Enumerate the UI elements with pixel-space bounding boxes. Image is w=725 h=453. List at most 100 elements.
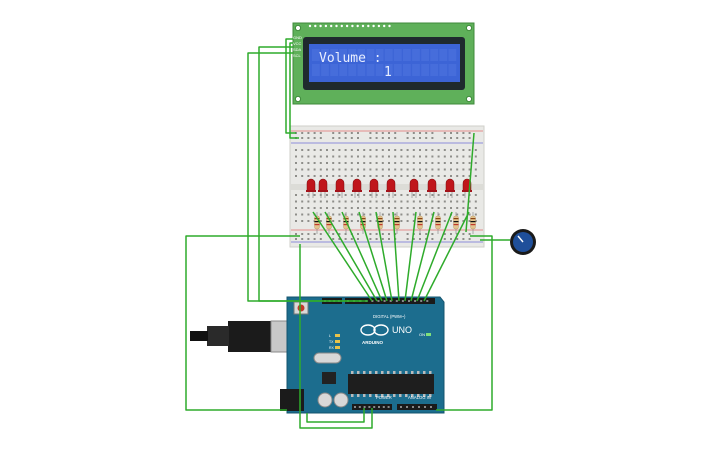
bb-hole	[295, 194, 297, 196]
bb-hole	[443, 162, 446, 164]
bb-hole	[350, 220, 353, 222]
bb-hole	[344, 132, 347, 134]
bb-hole	[419, 149, 421, 151]
bb-hole	[363, 162, 366, 164]
bb-hole	[301, 194, 304, 196]
bb-hole	[388, 213, 390, 216]
bb-hole	[338, 220, 341, 222]
bb-hole	[375, 175, 378, 177]
bb-hole	[394, 155, 397, 158]
bb-hole	[295, 238, 297, 240]
bb-hole	[443, 220, 446, 222]
bb-hole	[419, 207, 421, 209]
bb-hole	[462, 233, 465, 235]
bb-hole	[332, 213, 335, 216]
bb-hole	[388, 137, 390, 139]
bb-hole	[326, 155, 328, 158]
wire-led-signal	[410, 211, 435, 302]
bb-hole	[419, 200, 421, 203]
bb-hole	[425, 200, 428, 203]
chip-pin	[387, 394, 390, 397]
bb-hole	[437, 155, 440, 158]
bb-hole	[406, 149, 409, 151]
bb-hole	[319, 200, 322, 203]
bb-hole	[344, 238, 347, 240]
chip-pin	[405, 394, 408, 397]
resistor-band	[394, 224, 400, 226]
bb-hole	[419, 162, 421, 164]
bb-hole	[443, 207, 446, 209]
chip-pin	[363, 371, 366, 374]
bb-hole	[375, 200, 378, 203]
bb-hole	[332, 168, 335, 171]
bb-hole	[332, 175, 335, 177]
bb-hole	[319, 132, 322, 134]
bb-hole	[338, 238, 341, 240]
bb-hole	[344, 162, 347, 164]
bb-hole	[313, 149, 316, 151]
lcd-pin-vcc: VCC	[293, 41, 302, 46]
arduino-uno[interactable]: DIGITAL (PWM~) ARDUINO UNO ON L TX RX PO…	[190, 296, 445, 414]
bb-hole	[357, 220, 359, 222]
bb-hole	[388, 238, 390, 240]
chip-pin	[399, 394, 402, 397]
bb-hole	[456, 200, 459, 203]
lcd-pin-scl: SCL	[293, 53, 302, 58]
bb-hole	[406, 238, 409, 240]
bb-hole	[344, 149, 347, 151]
bb-hole	[388, 168, 390, 171]
bb-hole	[450, 162, 452, 164]
bb-hole	[381, 220, 384, 222]
lcd-header-pin	[361, 24, 365, 28]
bb-hole	[425, 162, 428, 164]
bb-hole	[295, 162, 297, 164]
bb-hole	[369, 149, 372, 151]
bb-hole	[357, 137, 359, 139]
header-pin	[363, 406, 366, 408]
bb-hole	[425, 213, 428, 216]
bb-hole	[301, 207, 304, 209]
bb-hole	[369, 200, 372, 203]
bb-hole	[313, 207, 316, 209]
breadboard[interactable]	[289, 125, 485, 248]
bb-hole	[431, 149, 434, 151]
model-label: UNO	[392, 325, 412, 335]
bb-hole	[350, 168, 353, 171]
bb-hole	[474, 155, 477, 158]
bb-hole	[295, 200, 297, 203]
lcd-cell	[421, 49, 429, 61]
bb-hole	[313, 168, 316, 171]
potentiometer[interactable]	[510, 229, 536, 255]
resistor-band	[453, 224, 459, 226]
bb-hole	[419, 168, 421, 171]
bb-hole	[394, 132, 397, 134]
bb-hole	[462, 207, 465, 209]
bb-hole	[394, 213, 397, 216]
bb-hole	[406, 213, 409, 216]
leds	[306, 178, 472, 198]
lcd-cell	[421, 64, 429, 76]
bb-hole	[394, 200, 397, 203]
bb-hole	[363, 175, 366, 177]
bb-hole	[406, 155, 409, 158]
lcd-header-pin	[372, 24, 375, 28]
resistor	[470, 215, 476, 230]
lcd-module[interactable]: Volume : 1 GND VCC SDA SCL	[292, 22, 475, 105]
chip-pin	[351, 371, 354, 374]
lcd-pin-gnd: GND	[293, 35, 302, 40]
resistor-band	[453, 221, 459, 223]
header-pin	[408, 300, 410, 302]
bb-hole	[375, 238, 378, 240]
bb-hole	[357, 194, 359, 196]
resistor-band	[417, 218, 423, 220]
bb-hole	[388, 220, 390, 222]
wire-lcd-vcc	[289, 42, 299, 139]
bb-hole	[437, 149, 440, 151]
resistor	[453, 215, 459, 230]
lcd-cell	[403, 64, 411, 76]
bb-hole	[375, 220, 378, 222]
bb-hole	[443, 137, 446, 139]
wire-power-loop	[299, 244, 373, 429]
bb-hole	[319, 137, 322, 139]
